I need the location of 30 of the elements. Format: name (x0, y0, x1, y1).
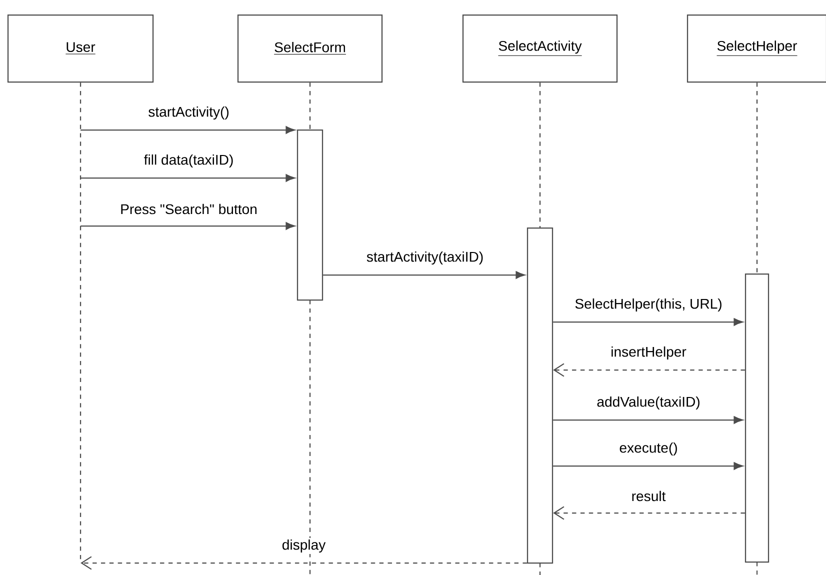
edge-label: addValue(taxiID) (595, 395, 702, 411)
edge-label: Press "Search" button (118, 202, 259, 216)
lifeline (756, 82, 758, 274)
message-arrow (80, 174, 296, 182)
activation-bar (296, 129, 324, 301)
message-arrow (80, 222, 296, 230)
message-arrow (553, 363, 745, 377)
lifeline (309, 82, 311, 130)
message-arrow (80, 556, 527, 570)
edge-label: display (280, 538, 328, 554)
message-arrow (80, 126, 296, 134)
edge-label: SelectHelper(this, URL) (573, 297, 724, 313)
object-box: SelectForm (237, 14, 383, 83)
edge-label: startActivity(taxiID) (365, 250, 485, 266)
edge-label: insertHelper (609, 345, 688, 361)
edge-label: startActivity() (146, 105, 231, 121)
message-arrow (553, 416, 744, 424)
message-arrow (553, 318, 744, 326)
activation-bar (744, 273, 770, 563)
edge-label: result (630, 489, 668, 503)
object-box: SelectActivity (462, 14, 618, 83)
object-box: User (7, 14, 154, 83)
message-arrow (553, 462, 744, 470)
message-arrow (553, 506, 745, 520)
edge-label: execute() (618, 441, 680, 457)
activation-bar (526, 227, 554, 564)
object-box: SelectHelper (686, 14, 826, 83)
message-arrow (323, 271, 526, 279)
edge-label: fill data(taxiID) (142, 153, 236, 169)
lifeline (539, 82, 541, 228)
